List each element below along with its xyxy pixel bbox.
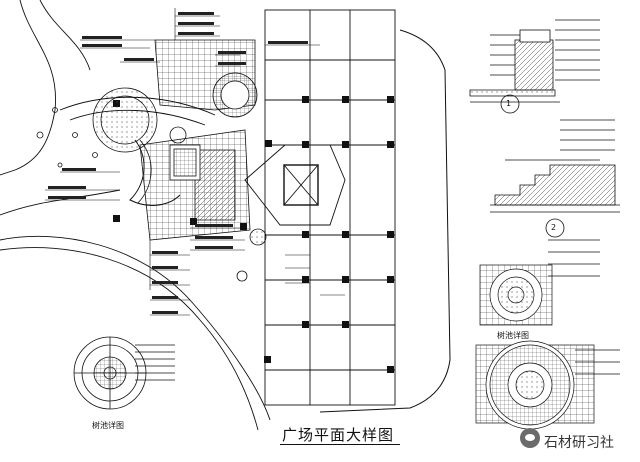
detail-caption-a: 树池详图 xyxy=(92,421,124,430)
building-plan xyxy=(244,9,396,406)
wechat-logo-icon xyxy=(520,428,540,448)
tree-pit-detail-b xyxy=(479,239,600,326)
section-detail-1 xyxy=(469,19,600,114)
annotation-text-marks xyxy=(48,12,308,314)
annotation-leaders xyxy=(45,8,345,316)
detail-caption-b: 树池详图 xyxy=(497,331,529,340)
circular-features xyxy=(36,72,267,282)
tree-pit-detail-c xyxy=(475,340,620,430)
site-boundary xyxy=(319,29,451,413)
watermark-text: 石材研习社 xyxy=(544,435,614,451)
detail-number-2: 2 xyxy=(551,223,557,232)
detail-number-1: 1 xyxy=(506,99,512,108)
paved-plaza xyxy=(139,39,256,241)
tree-pit-detail-a xyxy=(73,336,175,410)
drawing-title: 广场平面大样图 xyxy=(282,426,395,444)
title-underline xyxy=(280,444,400,445)
section-detail-2 xyxy=(490,119,620,238)
